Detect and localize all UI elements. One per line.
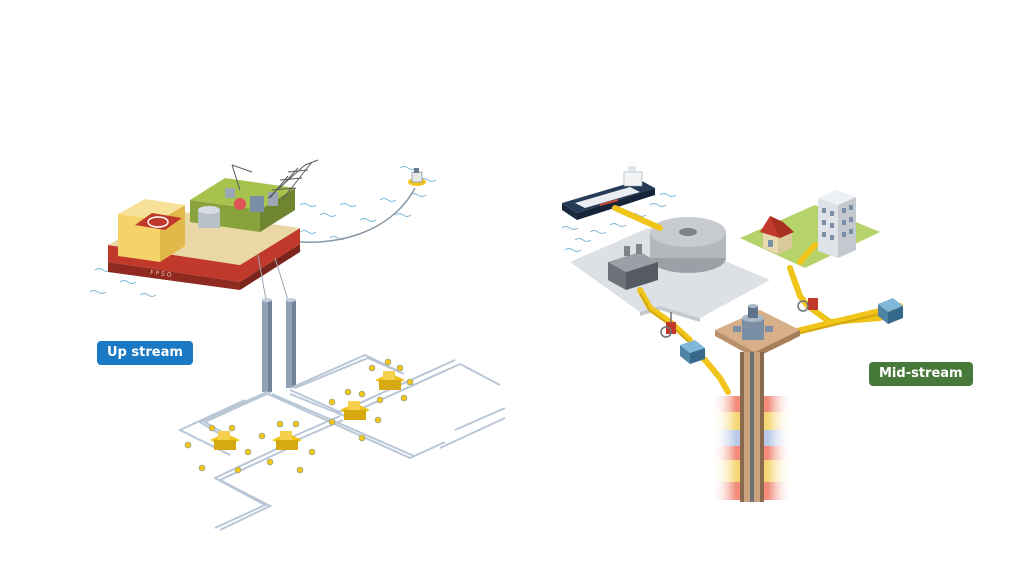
buoy-icon (408, 168, 426, 186)
wellhead-template-icon (340, 401, 370, 420)
reservoir-cross-section (712, 352, 792, 502)
riser-columns (257, 254, 296, 392)
storage-tank-icon (650, 217, 726, 273)
processing-plant-icon (608, 244, 658, 290)
compressor-unit-icon (680, 340, 705, 364)
apartment-building-icon (818, 190, 856, 258)
community-pad (740, 205, 880, 268)
harbor-waves (561, 193, 677, 252)
compressor-unit-icon (878, 298, 903, 324)
wellhead-template-icon (210, 431, 240, 450)
midstream-label: Mid-stream (869, 362, 973, 386)
derrick-icon (231, 159, 319, 201)
valve-icon (797, 298, 818, 312)
wellhead-template-icon (272, 431, 302, 450)
wellhead-template-icon (375, 371, 405, 390)
upstream-label: Up stream (97, 341, 193, 365)
midstream-section (561, 166, 903, 502)
hull-lettering: F P S O (150, 269, 172, 279)
export-line (284, 187, 416, 243)
fpso-vessel-icon: F P S O (108, 159, 319, 290)
tanker-ship-icon (562, 166, 655, 220)
wellhead-icon (733, 304, 773, 340)
valve-icon (660, 312, 676, 338)
house-icon (760, 216, 794, 254)
upstream-section: F P S O (89, 159, 506, 531)
subsea-templates (184, 358, 414, 474)
